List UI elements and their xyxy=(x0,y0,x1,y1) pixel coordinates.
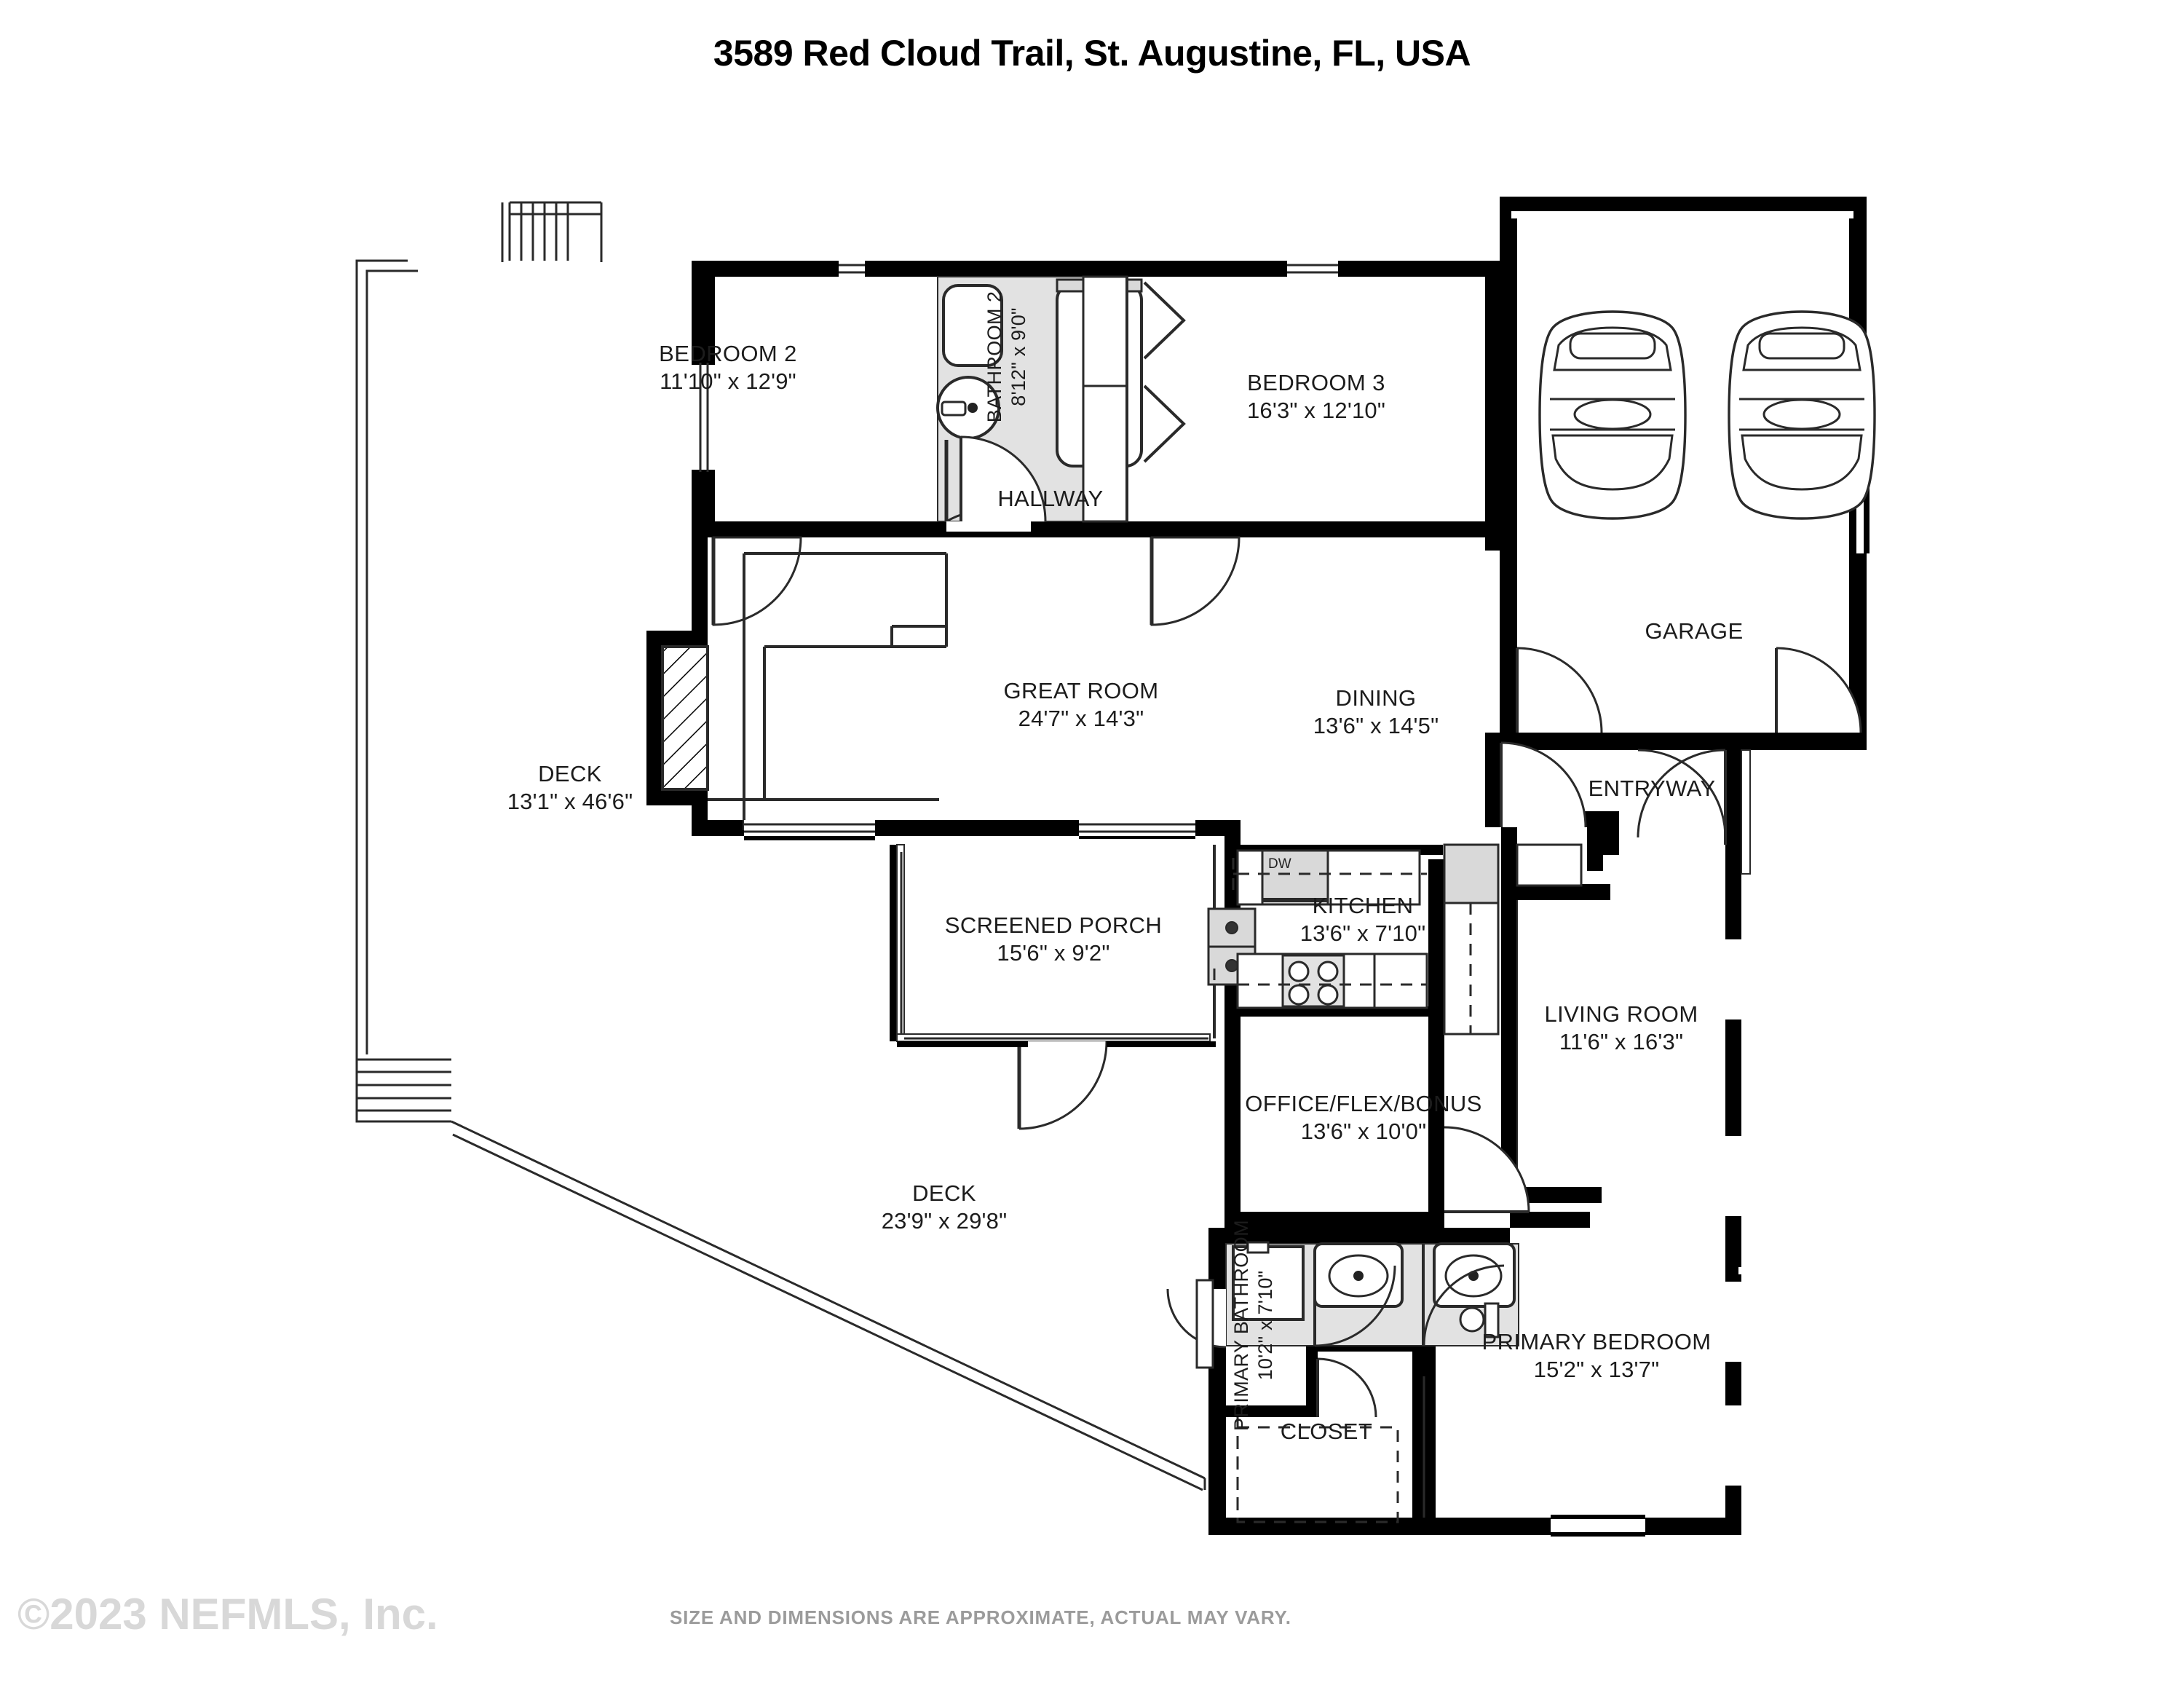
page-title: 3589 Red Cloud Trail, St. Augustine, FL,… xyxy=(713,33,1471,74)
copyright-watermark: ©2023 NEFMLS, Inc. xyxy=(17,1590,438,1638)
dishwasher-label: DW xyxy=(1268,856,1291,872)
interior-details xyxy=(661,261,1876,1523)
deck-outline-group xyxy=(355,201,1206,1491)
disclaimer-text: SIZE AND DIMENSIONS ARE APPROXIMATE, ACT… xyxy=(670,1606,1291,1628)
